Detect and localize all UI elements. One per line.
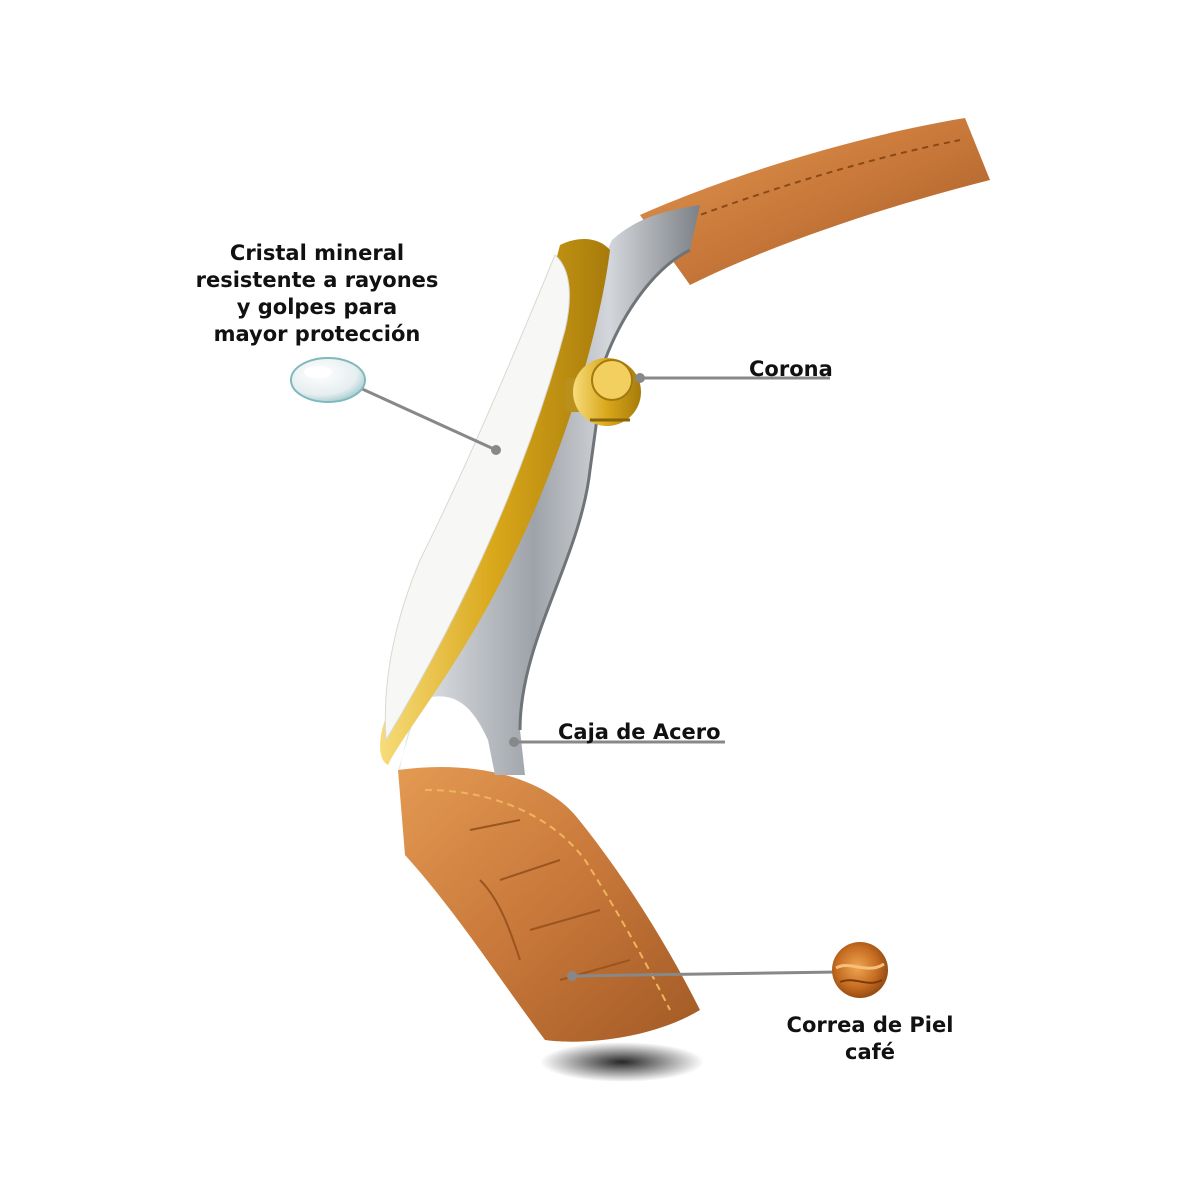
leader-dot-correa <box>567 971 577 981</box>
leather-swatch-icon <box>832 942 888 998</box>
leader-dot-cristal <box>491 445 501 455</box>
label-caja: Caja de Acero <box>558 720 721 744</box>
leader-line-cristal <box>359 386 497 452</box>
lower-strap <box>398 767 700 1042</box>
label-correa-line-2: café <box>845 1040 895 1064</box>
crystal-face <box>384 254 570 742</box>
leader-line-correa <box>571 970 839 978</box>
leader-dot-corona <box>635 373 645 383</box>
lower-strap-grain <box>469 819 631 981</box>
label-correa: Correa de Piel café <box>770 1012 970 1066</box>
label-correa-line-1: Correa de Piel <box>786 1013 954 1037</box>
upper-strap <box>640 118 990 285</box>
label-cristal: Cristal mineral resistente a rayones y g… <box>192 240 442 348</box>
leader-dot-caja <box>509 737 519 747</box>
crystal-lens-icon <box>290 357 366 403</box>
label-cristal-line-1: Cristal mineral <box>229 241 405 265</box>
crown <box>565 358 641 426</box>
label-corona: Corona <box>749 357 833 381</box>
lower-strap-stitch <box>424 789 671 1011</box>
steel-case <box>398 205 700 775</box>
steel-case-edge <box>518 248 691 731</box>
floor-shadow <box>540 1042 704 1082</box>
label-cristal-line-4: mayor protección <box>213 322 421 346</box>
label-cristal-line-2: resistente a rayones <box>195 268 439 292</box>
label-cristal-line-3: y golpes para <box>236 295 398 319</box>
